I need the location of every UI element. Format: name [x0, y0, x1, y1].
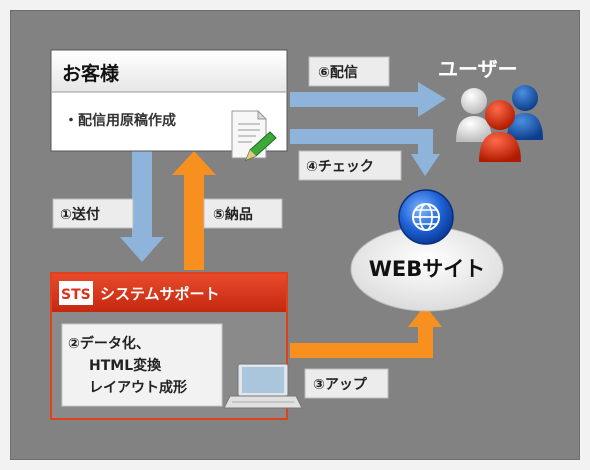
label-check: ④チェック: [298, 150, 402, 181]
arrow-upload: [290, 305, 442, 358]
label-upload: ③アップ: [304, 368, 389, 399]
svg-text:⑤納品: ⑤納品: [213, 206, 253, 223]
label-deliver: ⑤納品: [203, 198, 283, 229]
customer-box: お客様 ・配信用原稿作成: [50, 49, 288, 161]
laptop-icon: [223, 363, 303, 409]
svg-text:③アップ: ③アップ: [313, 377, 368, 393]
label-distribute: ⑥配信: [308, 56, 390, 87]
arrow-send: [120, 151, 164, 262]
users-title: ユーザー: [438, 57, 518, 81]
globe-icon: [398, 189, 454, 245]
users-node: ユーザー: [438, 57, 543, 162]
svg-text:①送付: ①送付: [60, 206, 100, 223]
arrow-check: [290, 129, 440, 176]
support-task-box: [61, 323, 223, 407]
label-send: ①送付: [52, 198, 134, 229]
sts-logo: STS: [59, 281, 93, 305]
svg-text:⑥配信: ⑥配信: [318, 64, 358, 81]
support-name: システムサポート: [100, 285, 220, 303]
svg-text:STS: STS: [61, 287, 91, 303]
svg-text:④チェック: ④チェック: [306, 159, 374, 175]
support-task-line-1: ②データ化、: [68, 335, 150, 352]
website-label: WEBサイト: [369, 257, 486, 281]
website-node: WEBサイト: [350, 189, 504, 312]
arrow-deliver: [172, 151, 216, 270]
system-support-box: STS システムサポート ②データ化、 HTML変換 レイアウト成形: [50, 272, 303, 420]
users-icon: [456, 85, 543, 162]
support-task-line-2: HTML変換: [89, 357, 162, 374]
document-pencil-icon: [231, 109, 277, 161]
customer-task: ・配信用原稿作成: [64, 112, 176, 129]
support-task-line-3: レイアウト成形: [89, 379, 187, 396]
arrow-distribute: [290, 82, 446, 117]
customer-title: お客様: [62, 62, 120, 85]
